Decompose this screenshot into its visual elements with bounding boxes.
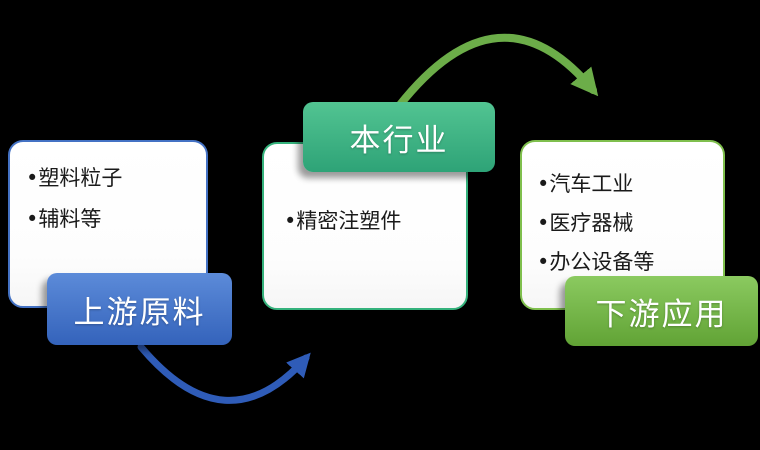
industry-item-list: •精密注塑件 [264, 144, 466, 236]
downstream-item-list: •汽车工业 •医疗器械 •办公设备等 [522, 142, 723, 282]
industry-label: 本行业 [303, 102, 495, 172]
upstream-item-list: •塑料粒子 •辅料等 [10, 142, 206, 240]
downstream-label: 下游应用 [565, 276, 758, 346]
list-item: •精密注塑件 [284, 209, 402, 233]
list-item: •医疗器械 [537, 211, 634, 235]
upstream-to-industry-arrow-icon [137, 343, 311, 404]
list-item: •辅料等 [26, 207, 102, 231]
industry-to-downstream-arrow-icon [395, 33, 599, 110]
list-item: •塑料粒子 [26, 166, 123, 190]
list-item: •办公设备等 [537, 250, 655, 274]
upstream-label: 上游原料 [47, 273, 232, 345]
list-item: •汽车工业 [537, 172, 634, 196]
